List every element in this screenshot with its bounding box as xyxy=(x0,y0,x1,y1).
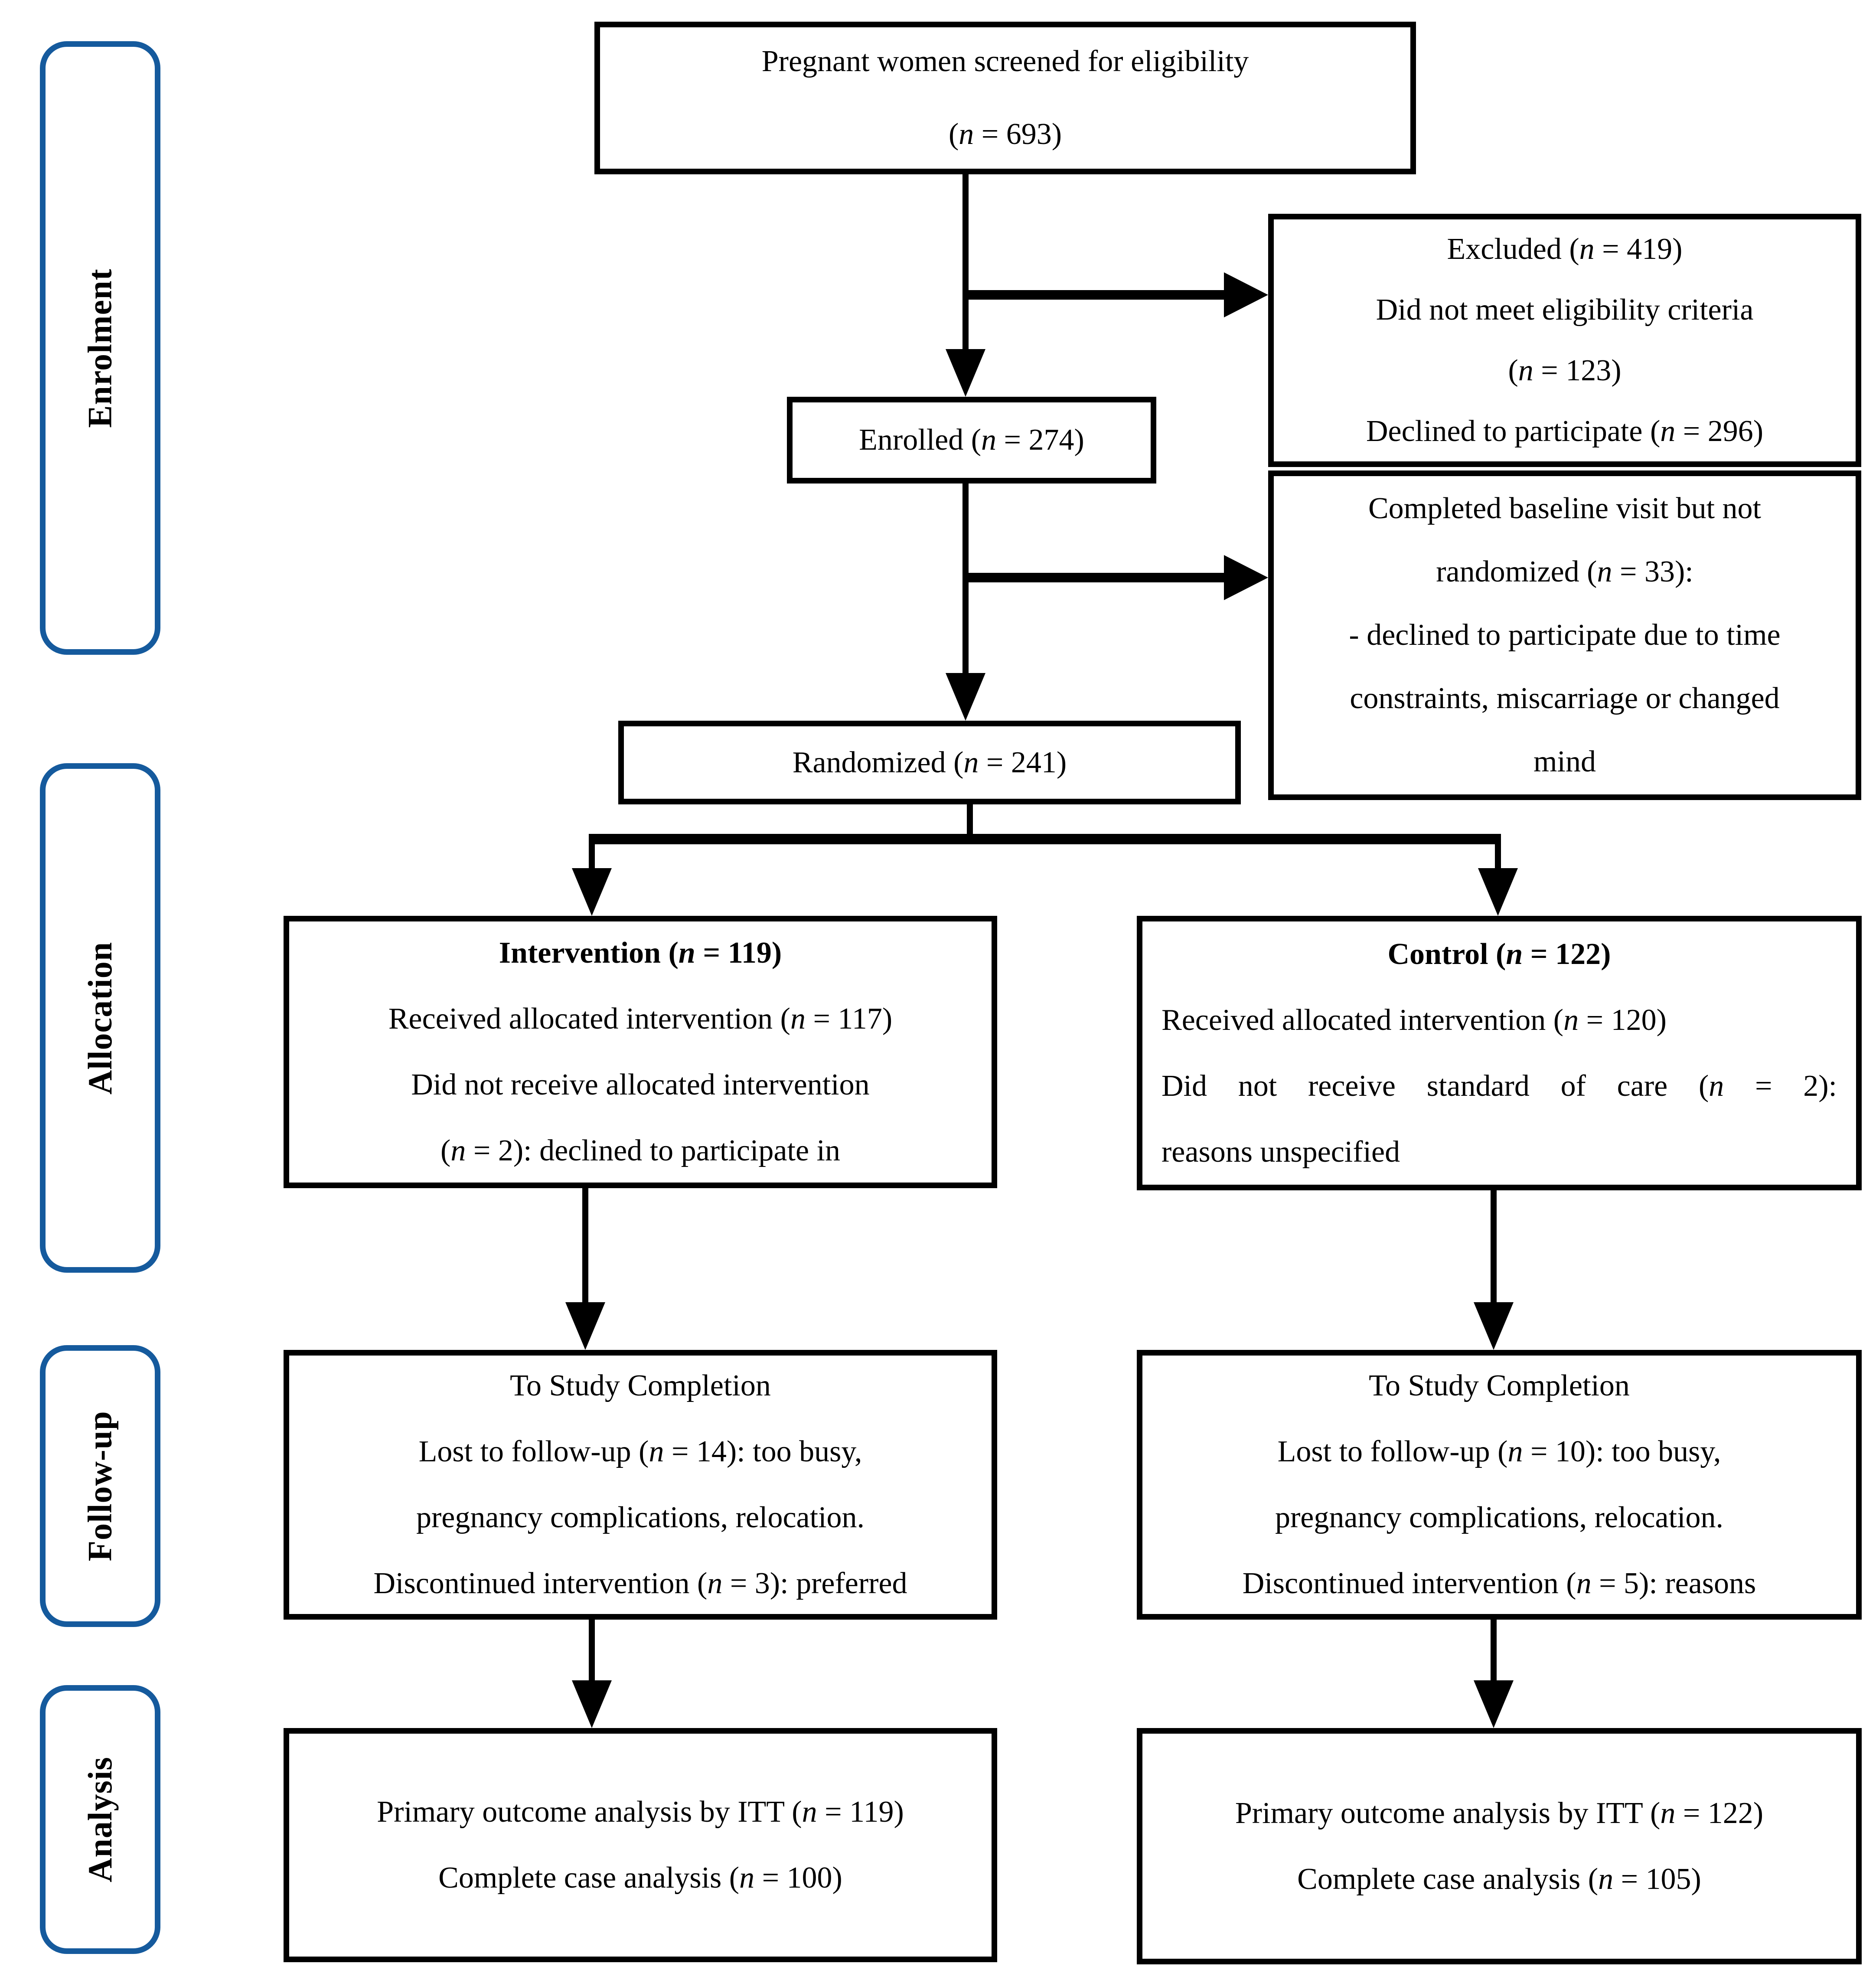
box-control-analysis-line: Primary outcome analysis by ITT (n = 122… xyxy=(1235,1796,1764,1830)
stage-label-enrolment-text: Enrolment xyxy=(81,268,119,428)
box-control-line: reasons unspecified xyxy=(1161,1135,1400,1169)
stage-label-enrolment: Enrolment xyxy=(40,41,160,655)
box-excluded-line: Excluded (n = 419) xyxy=(1447,232,1683,266)
box-intervention-line: (n = 2): declined to participate in xyxy=(440,1134,840,1167)
connector-branch-excluded xyxy=(966,290,1226,300)
box-enrolled: Enrolled (n = 274) xyxy=(787,397,1156,484)
box-control-followup: To Study Completion Lost to follow-up (n… xyxy=(1137,1350,1862,1620)
arrowhead-control-analysis-icon xyxy=(1474,1680,1514,1728)
connector-allocation-left xyxy=(589,843,595,874)
stage-label-followup: Follow-up xyxy=(40,1345,160,1627)
connector-branch-baseline xyxy=(966,573,1226,582)
box-intervention-followup-line: Lost to follow-up (n = 14): too busy, xyxy=(418,1435,862,1468)
arrowhead-control-icon xyxy=(1478,868,1518,916)
connector-control-followup xyxy=(1491,1188,1497,1304)
box-screened-line: Pregnant women screened for eligibility xyxy=(761,45,1249,78)
box-screened: Pregnant women screened for eligibility … xyxy=(594,22,1416,174)
box-intervention-followup: To Study Completion Lost to follow-up (n… xyxy=(284,1350,997,1620)
arrowhead-intervention-analysis-icon xyxy=(572,1680,612,1728)
box-enrolled-line: Enrolled (n = 274) xyxy=(859,423,1084,457)
box-randomized-line: Randomized (n = 241) xyxy=(792,745,1067,779)
box-intervention-followup-line: To Study Completion xyxy=(510,1369,771,1402)
box-control-followup-line: To Study Completion xyxy=(1369,1369,1630,1402)
box-baseline-line: - declined to participate due to time xyxy=(1349,618,1781,652)
box-control-title: Control (n = 122) xyxy=(1387,937,1611,971)
box-intervention-followup-line: pregnancy complications, relocation. xyxy=(416,1501,865,1534)
arrowhead-intervention-icon xyxy=(572,868,612,916)
box-control-followup-line: pregnancy complications, relocation. xyxy=(1275,1501,1724,1534)
box-control-followup-line: Lost to follow-up (n = 10): too busy, xyxy=(1277,1435,1721,1468)
box-excluded-line: Declined to participate (n = 296) xyxy=(1366,415,1764,448)
box-control-analysis-line: Complete case analysis (n = 105) xyxy=(1297,1862,1701,1896)
box-screened-line: (n = 693) xyxy=(948,118,1062,151)
connector-intervention-analysis xyxy=(589,1620,595,1683)
box-intervention-analysis-line: Complete case analysis (n = 100) xyxy=(438,1861,842,1895)
box-baseline-line: randomized (n = 33): xyxy=(1436,555,1693,588)
box-intervention-analysis: Primary outcome analysis by ITT (n = 119… xyxy=(284,1728,997,1962)
connector-randomized-stub xyxy=(967,804,973,839)
box-intervention-title: Intervention (n = 119) xyxy=(499,936,782,970)
box-control-followup-line: Discontinued intervention (n = 5): reaso… xyxy=(1242,1567,1756,1600)
arrowhead-control-followup-icon xyxy=(1474,1302,1514,1350)
connector-control-analysis xyxy=(1491,1620,1497,1683)
arrowhead-excluded-icon xyxy=(1224,272,1268,317)
box-control-allocation: Control (n = 122) Received allocated int… xyxy=(1137,916,1862,1190)
stage-label-allocation: Allocation xyxy=(40,763,160,1273)
arrowhead-baseline-icon xyxy=(1224,555,1268,600)
box-control-line: Received allocated intervention (n = 120… xyxy=(1161,1003,1667,1037)
box-baseline-line: Completed baseline visit but not xyxy=(1368,492,1761,525)
arrowhead-enrolled-icon xyxy=(946,349,985,397)
box-baseline-line: mind xyxy=(1533,745,1596,778)
box-intervention-line: Did not receive allocated intervention xyxy=(411,1068,870,1101)
box-intervention-analysis-line: Primary outcome analysis by ITT (n = 119… xyxy=(377,1795,904,1829)
stage-label-analysis-text: Analysis xyxy=(81,1757,119,1882)
box-excluded: Excluded (n = 419) Did not meet eligibil… xyxy=(1268,214,1861,467)
connector-allocation-bar xyxy=(589,834,1501,844)
stage-label-allocation-text: Allocation xyxy=(81,941,119,1094)
box-excluded-line: (n = 123) xyxy=(1508,354,1622,387)
connector-intervention-followup xyxy=(582,1188,588,1304)
box-baseline-not-randomized: Completed baseline visit but not randomi… xyxy=(1268,470,1861,800)
stage-label-analysis: Analysis xyxy=(40,1685,160,1954)
connector-screened-enrolled xyxy=(962,174,969,352)
box-excluded-line: Did not meet eligibility criteria xyxy=(1376,293,1754,327)
box-baseline-line: constraints, miscarriage or changed xyxy=(1350,682,1780,715)
box-control-analysis: Primary outcome analysis by ITT (n = 122… xyxy=(1137,1728,1862,1964)
arrowhead-randomized-icon xyxy=(946,673,985,721)
box-randomized: Randomized (n = 241) xyxy=(618,721,1241,804)
stage-label-followup-text: Follow-up xyxy=(81,1411,119,1562)
arrowhead-intervention-followup-icon xyxy=(565,1302,605,1350)
box-intervention-followup-line: Discontinued intervention (n = 3): prefe… xyxy=(373,1567,907,1600)
box-intervention-allocation: Intervention (n = 119) Received allocate… xyxy=(284,916,997,1188)
connector-allocation-right xyxy=(1495,843,1501,874)
box-intervention-line: Received allocated intervention (n = 117… xyxy=(388,1002,893,1036)
box-control-line: Did not receive standard of care (n = 2)… xyxy=(1161,1069,1837,1103)
